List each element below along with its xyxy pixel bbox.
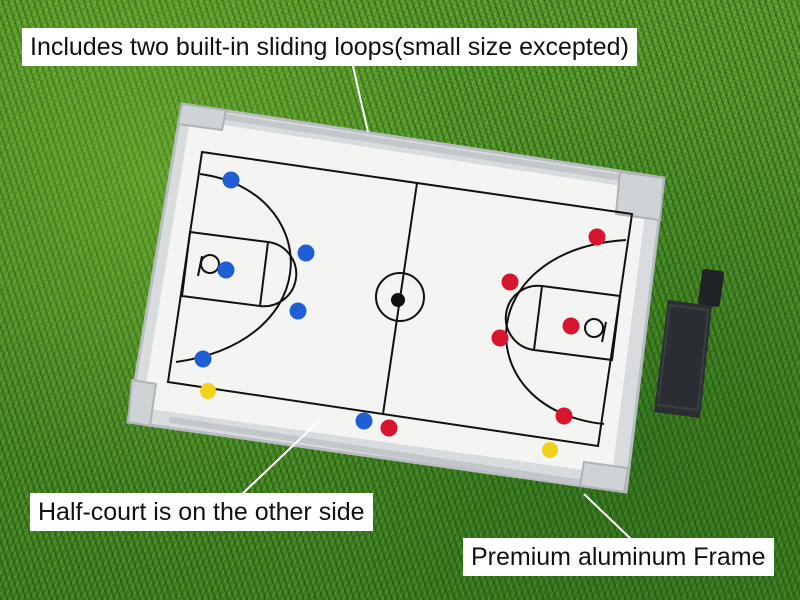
half-court-callout: Half-court is on the other side: [30, 493, 373, 531]
aluminum-frame-callout: Premium aluminum Frame: [463, 538, 774, 576]
bottom-sliding-loop: [169, 417, 593, 487]
basketball-court-lines: [166, 150, 634, 448]
yellow-magnet-icon: [200, 383, 558, 458]
top-sliding-loop: [203, 111, 625, 181]
frame-corner-caps: [126, 102, 666, 494]
sliding-loops-callout: Includes two built-in sliding loops(smal…: [22, 28, 637, 66]
black-magnet-icon: [391, 293, 405, 307]
callout-pointers: [239, 61, 633, 541]
blue-magnet-icon: [194, 171, 373, 430]
red-magnet-icon: [380, 228, 606, 437]
eraser-icon: [654, 269, 725, 418]
